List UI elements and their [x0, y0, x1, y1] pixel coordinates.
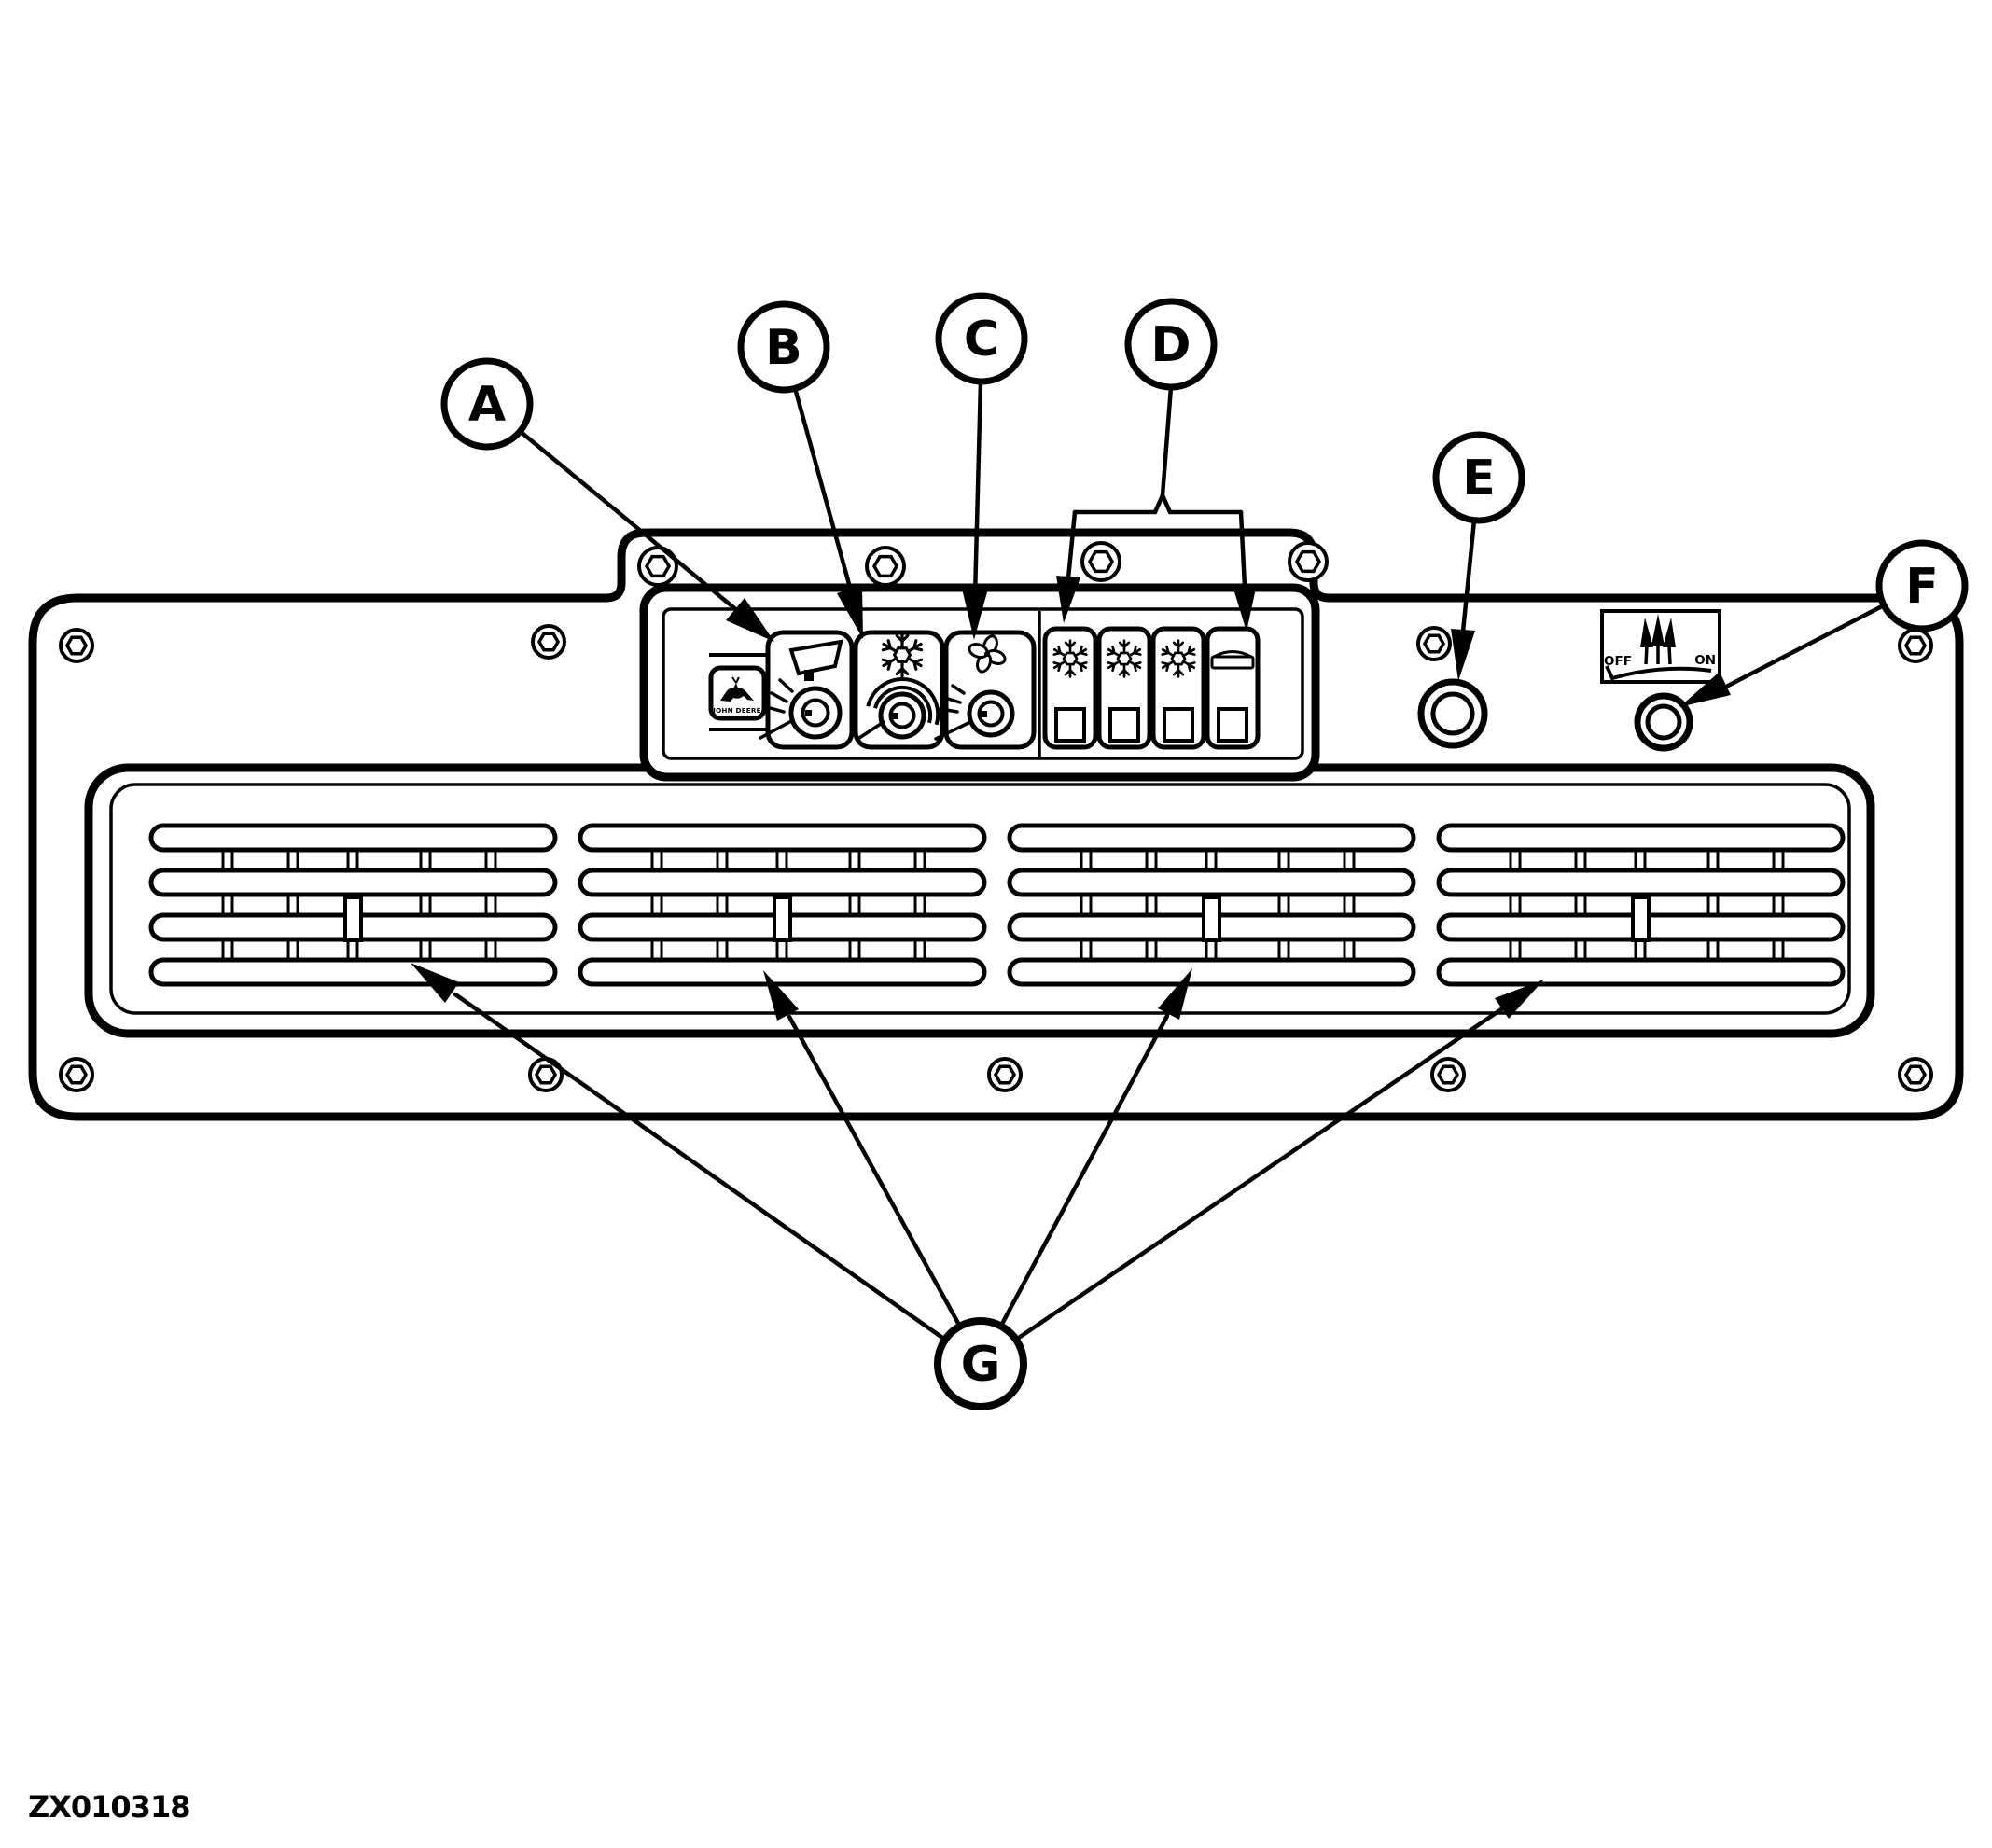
leader-line-e	[1460, 518, 1477, 634]
fan-knob	[934, 684, 1015, 741]
roof-console-panel: JOHN DEERE	[28, 528, 1964, 1121]
john-deere-badge: JOHN DEERE	[708, 653, 767, 731]
temperature-control	[853, 630, 945, 750]
callout-a: A	[440, 357, 534, 451]
heated-rear-window-knob	[1634, 692, 1693, 752]
deer-logo-icon	[720, 676, 754, 702]
arrowhead-g3	[1158, 968, 1192, 1020]
leader-line-g1	[453, 992, 948, 1342]
arrowhead-c	[962, 589, 988, 640]
wiper-knob	[759, 678, 843, 740]
off-label: OFF	[1604, 654, 1632, 669]
figure-code: ZX010318	[28, 1789, 189, 1825]
heated-rear-window-plate: OFF ON	[1600, 609, 1721, 684]
callout-f-letter: F	[1905, 559, 1939, 615]
leader-line-g2	[787, 1014, 963, 1329]
arrowhead-g4	[1495, 980, 1544, 1019]
temperature-knob	[857, 677, 940, 740]
arrowhead-g1	[411, 963, 459, 1003]
leader-line-c	[972, 379, 983, 600]
leader-line-d	[1160, 384, 1174, 498]
callout-leaders	[411, 379, 1887, 1342]
rocker-switch-4	[1205, 626, 1261, 750]
arrowhead-d1	[1056, 576, 1080, 623]
wiper-icon	[788, 639, 843, 681]
heat-arrows-icon	[1640, 614, 1676, 665]
callout-g: G	[934, 1317, 1027, 1410]
callout-g-letter: G	[961, 1337, 1001, 1393]
callout-b-letter: B	[765, 320, 802, 376]
callout-e: E	[1432, 431, 1525, 524]
arrowhead-a	[726, 598, 774, 642]
callout-c: C	[935, 292, 1028, 385]
leader-line-g4	[1013, 1005, 1507, 1342]
leader-line-a	[517, 428, 742, 615]
leader-line-g3	[998, 1013, 1170, 1328]
callout-c-letter: C	[964, 312, 999, 368]
louver-icon	[1210, 650, 1255, 670]
wiper-switch	[759, 630, 855, 750]
switch-bank	[1042, 626, 1261, 750]
brand-text: JOHN DEERE	[712, 706, 761, 715]
arrowhead-f	[1679, 672, 1731, 707]
fan-speed-control	[934, 630, 1037, 750]
arrowhead-e	[1451, 629, 1475, 681]
callout-f: F	[1875, 539, 1969, 632]
off-on-arc	[1605, 665, 1712, 681]
control-panel: JOHN DEERE	[639, 583, 1320, 782]
arrowhead-g2	[763, 970, 799, 1021]
bracket-d	[1072, 490, 1244, 515]
round-knob-e	[1417, 678, 1488, 749]
leader-line-b	[792, 385, 855, 597]
callout-a-letter: A	[468, 377, 506, 433]
on-label: ON	[1694, 653, 1716, 668]
callout-d: D	[1124, 298, 1218, 391]
callout-b: B	[737, 300, 830, 394]
leader-line-f	[1725, 603, 1887, 688]
callout-circles: A B C D E F G	[440, 292, 1969, 1410]
arrowhead-b	[837, 586, 863, 639]
callout-e-letter: E	[1462, 451, 1496, 507]
arrowhead-d2	[1233, 584, 1257, 632]
callout-d-letter: D	[1150, 317, 1191, 373]
